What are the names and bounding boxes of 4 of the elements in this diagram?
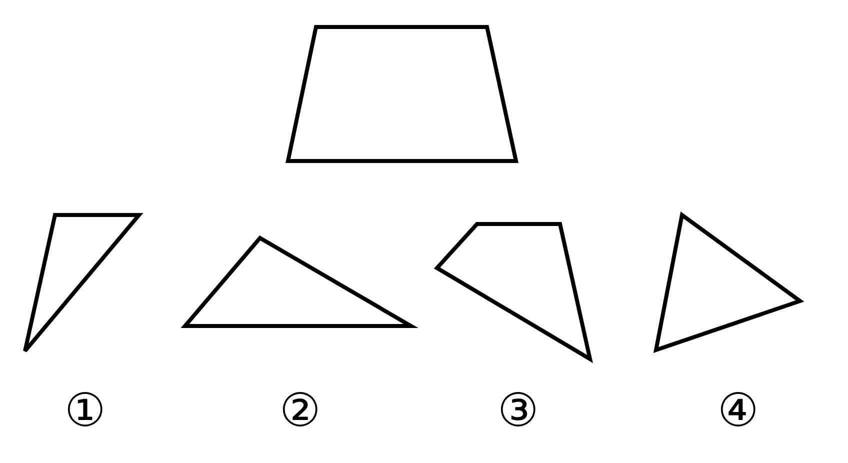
figure-number: ② (280, 387, 320, 433)
figure-number: ③ (498, 387, 538, 433)
figure-number: ① (64, 387, 106, 433)
figure-number: ④ (718, 387, 758, 433)
